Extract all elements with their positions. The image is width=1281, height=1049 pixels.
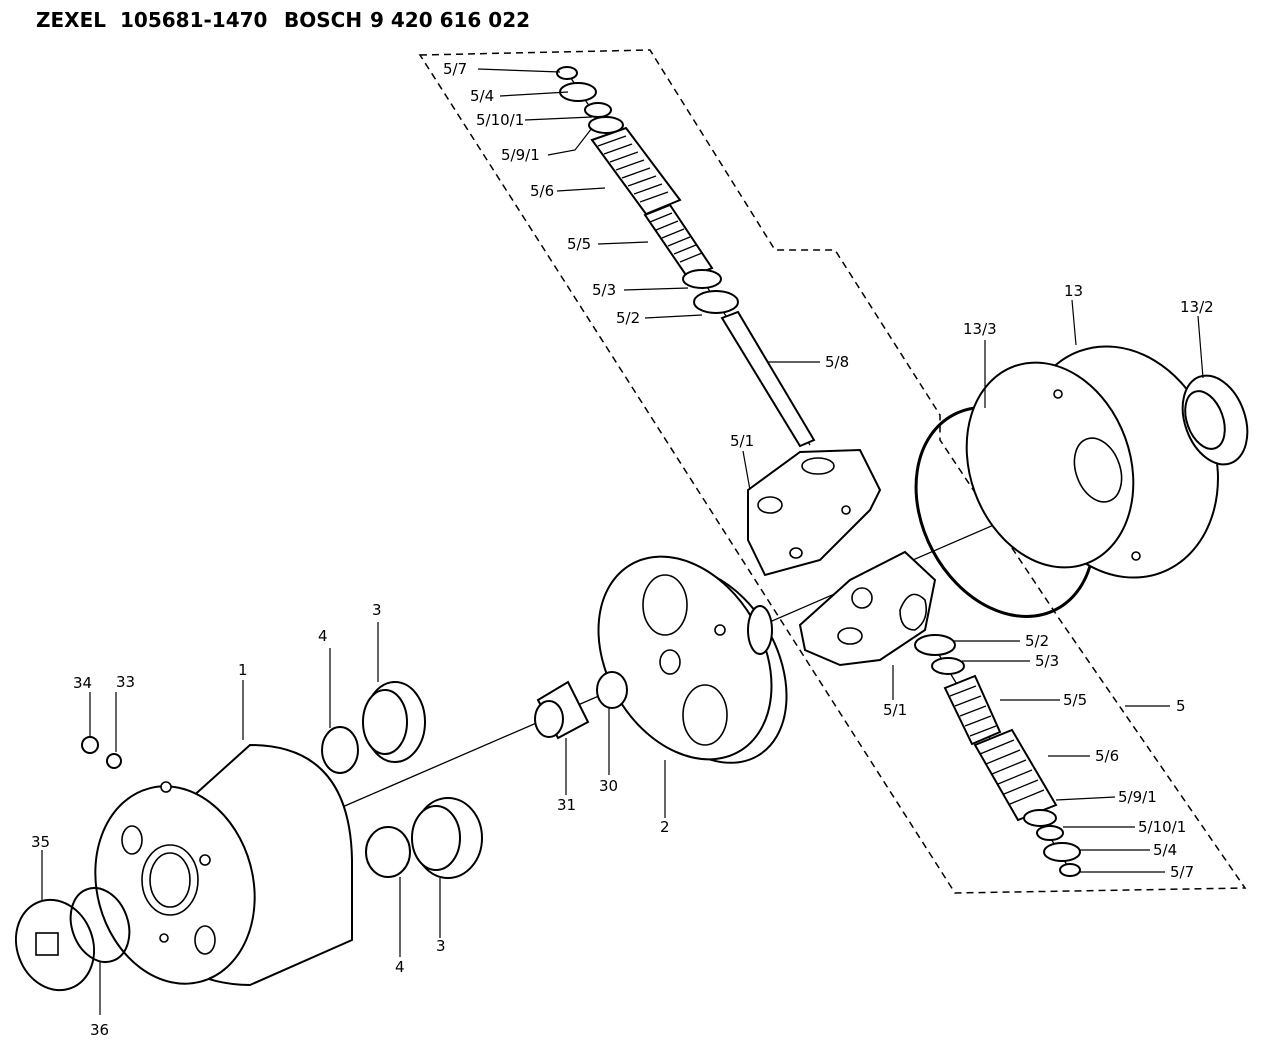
- spring-5-6-top: [590, 126, 682, 216]
- header-maker: ZEXEL: [36, 8, 106, 32]
- label-2: 2: [660, 818, 670, 836]
- label-5-8: 5/8: [825, 353, 849, 371]
- label-34: 34: [73, 674, 92, 692]
- retainer-5-7-top: [556, 66, 578, 80]
- spring-seat-5-3-top: [682, 269, 722, 289]
- shaft-seal-13-2: [1181, 374, 1249, 466]
- seal-4-upper: [321, 726, 359, 774]
- spring-5-6-bottom: [973, 728, 1058, 822]
- label-4-upper: 4: [318, 627, 328, 645]
- retainer-5-7-bottom: [1059, 863, 1081, 877]
- label-33: 33: [116, 673, 135, 691]
- spring-5-5-bottom: [943, 674, 1002, 746]
- valve-body-5-1-lower: [798, 550, 937, 667]
- washer-5-9-1-bottom: [1023, 809, 1057, 827]
- washer-5-9-1-top: [588, 116, 624, 134]
- pump-housing-1: [94, 743, 353, 987]
- label-13-3: 13/3: [963, 320, 997, 338]
- label-3-upper: 3: [372, 601, 382, 619]
- label-31: 31: [557, 796, 576, 814]
- label-13: 13: [1064, 282, 1083, 300]
- label-5-7-bottom: 5/7: [1170, 863, 1194, 881]
- cover-plate-13: [965, 345, 1219, 579]
- label-5-9-1-bottom: 5/9/1: [1118, 788, 1157, 806]
- label-5-9-1-top: 5/9/1: [501, 146, 540, 164]
- upper-valve-stack: [556, 66, 816, 448]
- washer-33: [106, 753, 122, 769]
- label-30: 30: [599, 777, 618, 795]
- cam-ring-2: [597, 555, 788, 764]
- seal-4-lower: [365, 826, 411, 878]
- label-5-5-top: 5/5: [567, 235, 591, 253]
- screw-34: [81, 736, 99, 754]
- washer-30: [596, 671, 628, 709]
- plug-3-upper: [362, 681, 426, 763]
- header-brand: BOSCH: [284, 8, 362, 32]
- label-4-lower: 4: [395, 958, 405, 976]
- header-bosch-number: 9 420 616 022: [370, 8, 530, 32]
- label-5: 5: [1176, 697, 1186, 715]
- label-13-2: 13/2: [1180, 298, 1214, 316]
- washer-5-10-1-top: [584, 102, 612, 118]
- bolt-31: [534, 680, 590, 740]
- part-labels: 5/7 5/4 5/10/1 5/9/1 5/6 5/5 5/3 5/2 5/8…: [31, 60, 1214, 1039]
- label-5-7-top: 5/7: [443, 60, 467, 78]
- label-5-4-top: 5/4: [470, 87, 494, 105]
- assembly-5-boundary: [418, 49, 1247, 894]
- plug-35: [14, 898, 96, 992]
- label-5-1-lower: 5/1: [883, 701, 907, 719]
- label-5-3-bottom: 5/3: [1035, 652, 1059, 670]
- label-5-6-top: 5/6: [530, 182, 554, 200]
- label-5-1-upper: 5/1: [730, 432, 754, 450]
- valve-seat-5-2-bottom: [914, 634, 956, 656]
- lower-valve-stack: [914, 634, 1081, 877]
- spring-seat-5-3-bottom: [931, 657, 965, 675]
- label-5-4-bottom: 5/4: [1153, 841, 1177, 859]
- valve-body-5-1-upper: [747, 448, 882, 577]
- label-35: 35: [31, 833, 50, 851]
- header: ZEXEL 105681-1470 BOSCH 9 420 616 022: [36, 8, 530, 32]
- label-5-2-top: 5/2: [616, 309, 640, 327]
- leader-lines: [41, 68, 1204, 1015]
- washer-5-10-1-bottom: [1036, 825, 1064, 841]
- label-5-10-1-bottom: 5/10/1: [1138, 818, 1186, 836]
- label-5-5-bottom: 5/5: [1063, 691, 1087, 709]
- label-1: 1: [238, 661, 248, 679]
- spring-seat-5-4-bottom: [1043, 842, 1081, 862]
- label-5-6-bottom: 5/6: [1095, 747, 1119, 765]
- label-3-lower: 3: [436, 937, 446, 955]
- seal-ring-36: [69, 887, 131, 963]
- label-5-3-top: 5/3: [592, 281, 616, 299]
- plug-3-lower: [411, 797, 483, 879]
- label-5-2-bottom: 5/2: [1025, 632, 1049, 650]
- label-5-10-1-top: 5/10/1: [476, 111, 524, 129]
- plunger-5-8: [720, 310, 816, 448]
- label-36: 36: [90, 1021, 109, 1039]
- valve-seat-5-2-top: [693, 290, 739, 314]
- header-zexel-number: 105681-1470: [120, 8, 267, 32]
